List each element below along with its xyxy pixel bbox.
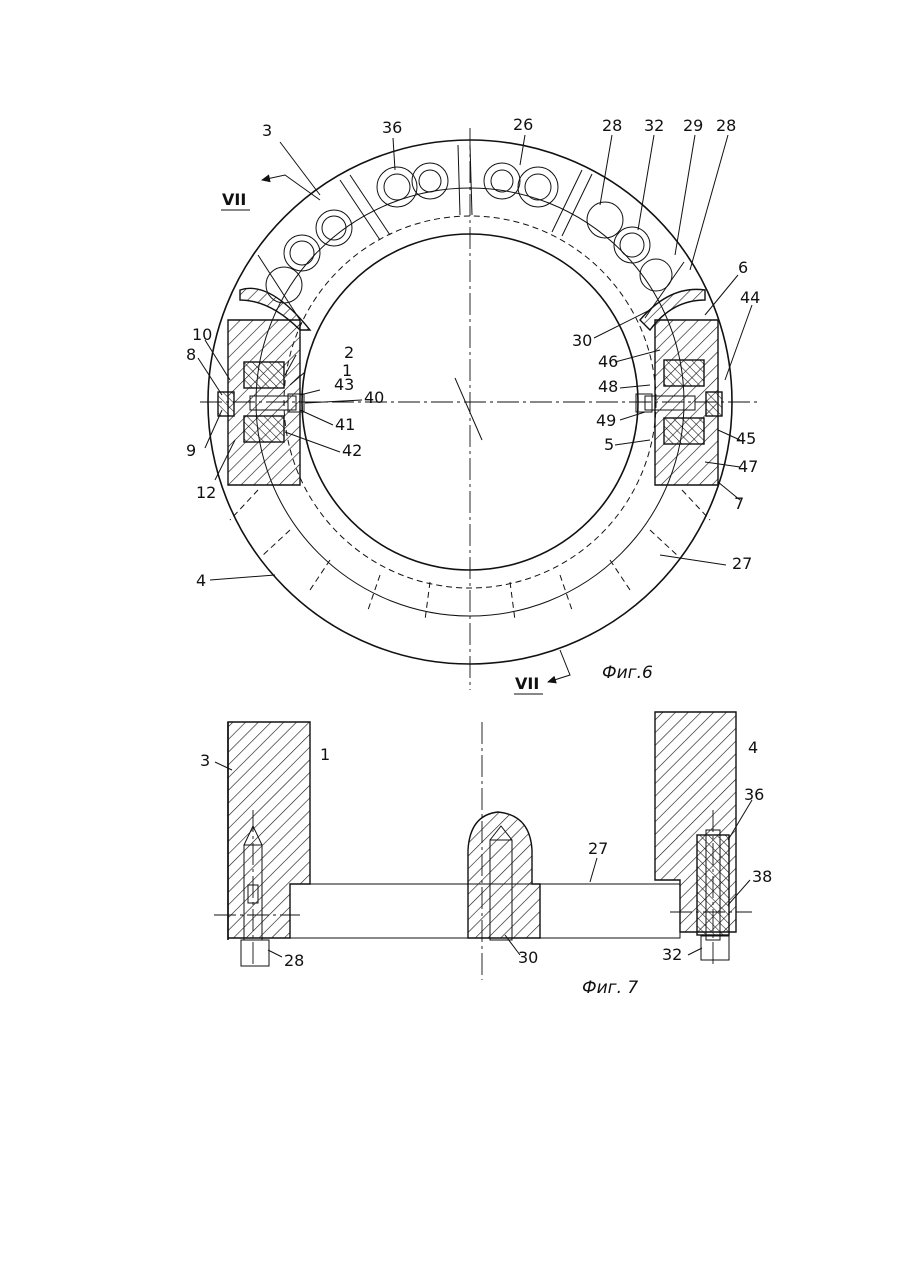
label-28a: 28 [602,116,622,135]
label-6: 6 [738,258,748,277]
bolt-circles [266,163,672,303]
label-36: 36 [382,118,402,137]
label-2: 2 [344,343,354,362]
label-10: 10 [192,325,212,344]
label-38-fig7: 38 [752,867,772,886]
section-arrow-bottom [548,650,570,682]
label-1-fig7: 1 [320,745,330,764]
label-7: 7 [734,494,744,513]
label-28-fig7: 28 [284,951,304,970]
label-30: 30 [572,331,592,350]
label-28b: 28 [716,116,736,135]
label-29: 29 [683,116,703,135]
section-mark-top: VII [222,190,246,209]
label-47: 47 [738,457,758,476]
label-5: 5 [604,435,614,454]
caption-fig6: Фиг.6 [602,663,653,683]
label-32: 32 [644,116,664,135]
label-44: 44 [740,288,760,307]
section-mark-bottom: VII [515,674,539,693]
label-40: 40 [364,388,384,407]
label-12: 12 [196,483,216,502]
diagonal-mark [455,378,482,440]
label-3-fig7: 3 [200,751,210,770]
label-8: 8 [186,345,196,364]
label-4-fig7: 4 [748,738,758,757]
caption-fig7: Фиг. 7 [582,978,638,998]
label-27-fig7: 27 [588,839,608,858]
figure-6: 3 36 26 28 32 29 28 6 44 10 8 2 1 43 40 … [186,115,760,694]
label-3: 3 [262,121,272,140]
label-26: 26 [513,115,533,134]
label-27: 27 [732,554,752,573]
label-30-fig7: 30 [518,948,538,967]
radial-screws [258,145,684,320]
label-48: 48 [598,377,618,396]
label-46: 46 [598,352,618,371]
left-clamp [218,288,310,485]
label-49: 49 [596,411,616,430]
figure-7: 3 1 4 36 27 38 28 30 32 Фиг. 7 [200,712,772,998]
label-45: 45 [736,429,756,448]
left-wall [228,722,310,938]
label-43: 43 [334,375,354,394]
label-42: 42 [342,441,362,460]
label-36-fig7: 36 [744,785,764,804]
center-boss [468,812,540,938]
right-clamp [636,289,722,485]
section-arrow-top [262,175,320,200]
label-4: 4 [196,571,206,590]
label-41: 41 [335,415,355,434]
label-9: 9 [186,441,196,460]
label-32-fig7: 32 [662,945,682,964]
